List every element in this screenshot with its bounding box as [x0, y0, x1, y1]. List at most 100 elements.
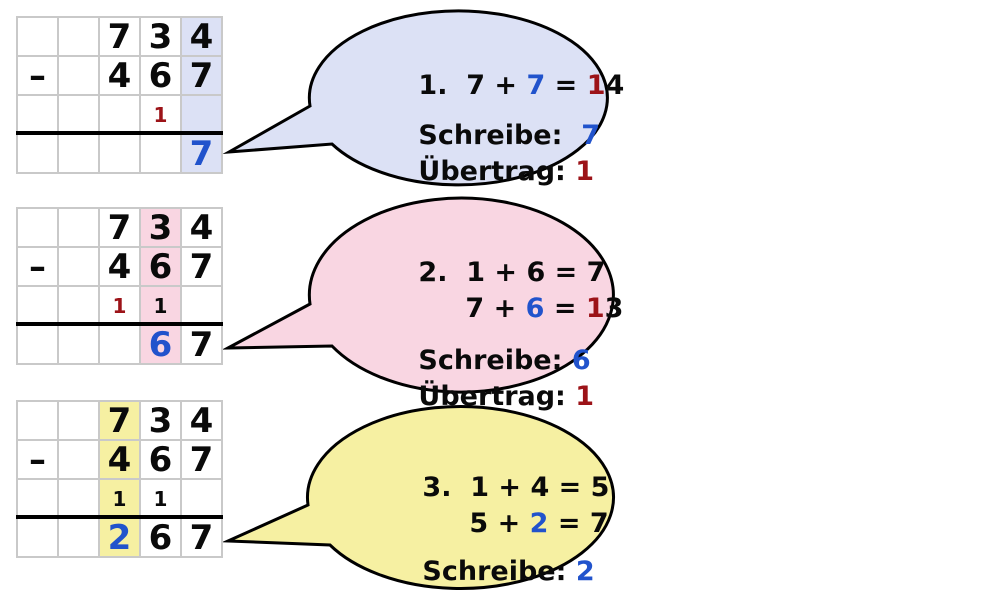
bubble-line: 5 + 2 = 7	[366, 470, 609, 539]
grid-cell: 4	[100, 57, 139, 94]
grid-cell: 1	[141, 96, 180, 133]
grid-cell	[18, 287, 57, 324]
grid-cell	[59, 248, 98, 285]
speech-bubble-step-3	[221, 404, 615, 590]
grid-cell: 1	[141, 480, 180, 517]
text-segment: Schreibe:	[422, 556, 576, 587]
text-segment: Schreibe:	[418, 120, 582, 151]
grid-cell	[18, 135, 57, 172]
grid-cell: 6	[141, 248, 180, 285]
grid-cell	[59, 480, 98, 517]
grid-cell: 7	[100, 18, 139, 55]
text-segment: 1. 7 +	[418, 70, 527, 101]
result-line	[16, 322, 223, 326]
bubble-line: 2. 1 + 6 = 7	[362, 219, 623, 288]
grid-cell: 7	[182, 326, 221, 363]
text-segment: 3	[604, 293, 624, 324]
bubble-text-step-2: 2. 1 + 6 = 7 7 + 6 = 13 Schreibe: 6 Über…	[362, 219, 624, 412]
grid-cell: 4	[182, 18, 221, 55]
text-segment: 6	[571, 345, 591, 376]
text-segment: 2. 1 + 6 = 7	[418, 257, 606, 288]
text-segment: 4	[605, 70, 625, 101]
text-segment: 2	[529, 508, 549, 539]
grid-cell: 3	[141, 18, 180, 55]
grid-cell	[18, 209, 57, 246]
text-segment: 7	[526, 70, 546, 101]
text-segment: 7	[581, 120, 600, 151]
text-segment: =	[544, 293, 586, 324]
text-segment: Schreibe:	[418, 345, 572, 376]
grid-cell: 4	[182, 209, 221, 246]
text-segment: 1	[585, 293, 605, 324]
bubble-text-step-1: 1. 7 + 7 = 14 Schreibe: 7 Übertrag: 1	[362, 32, 624, 187]
grid-cell: 7	[182, 441, 221, 478]
grid-cell	[59, 519, 98, 556]
text-segment: 3. 1 + 4 = 5	[422, 472, 610, 503]
speech-bubble-step-2	[221, 196, 615, 394]
grid-cell: 2	[100, 519, 139, 556]
bubble-line: Schreibe: 2	[366, 518, 609, 587]
text-segment: 1	[575, 381, 595, 412]
grid-cell	[18, 18, 57, 55]
grid-cell: 7	[182, 135, 221, 172]
grid-cell: 1	[141, 287, 180, 324]
grid-cell	[59, 441, 98, 478]
grid-cell: 4	[182, 402, 221, 439]
grid-cell: 7	[100, 402, 139, 439]
grid-cell	[100, 326, 139, 363]
grid-cell	[18, 402, 57, 439]
grid-cell	[182, 96, 221, 133]
grid-cell	[59, 18, 98, 55]
grid-cell	[59, 402, 98, 439]
grid-cell	[59, 96, 98, 133]
text-segment: Übertrag:	[418, 156, 576, 187]
grid-cell	[18, 326, 57, 363]
result-line	[16, 131, 223, 135]
result-line	[16, 515, 223, 519]
text-segment: 6	[525, 293, 545, 324]
grid-cell: 3	[141, 402, 180, 439]
text-segment: 1	[586, 70, 606, 101]
grid-cell: 4	[100, 248, 139, 285]
grid-cell	[59, 135, 98, 172]
grid-cell: 4	[100, 441, 139, 478]
grid-cell	[100, 135, 139, 172]
grid-cell: 3	[141, 209, 180, 246]
grid-cell	[59, 326, 98, 363]
bubble-line: Übertrag: 1	[362, 343, 623, 412]
grid-cell	[141, 135, 180, 172]
text-segment: =	[545, 70, 587, 101]
bubble-line: 3. 1 + 4 = 5	[366, 434, 609, 503]
grid-cell	[59, 57, 98, 94]
grid-cell: 6	[141, 57, 180, 94]
grid-cell: 6	[141, 326, 180, 363]
bubble-line: Schreibe: 6	[362, 307, 623, 376]
grid-cell: 1	[100, 480, 139, 517]
text-segment: Übertrag:	[418, 381, 576, 412]
grid-cell: 7	[182, 519, 221, 556]
grid-cell	[59, 209, 98, 246]
grid-cell	[182, 287, 221, 324]
grid-cell: –	[18, 248, 57, 285]
grid-cell: 6	[141, 519, 180, 556]
grid-cell: 7	[100, 209, 139, 246]
grid-cell: 1	[100, 287, 139, 324]
text-segment: = 7	[548, 508, 609, 539]
bubble-line: Schreibe: 7	[362, 82, 624, 151]
grid-cell	[100, 96, 139, 133]
grid-cell: –	[18, 57, 57, 94]
grid-cell: –	[18, 441, 57, 478]
grid-cell	[18, 519, 57, 556]
grid-cell	[18, 480, 57, 517]
grid-cell: 7	[182, 57, 221, 94]
text-segment: 7 +	[465, 293, 526, 324]
text-segment: 1	[575, 156, 595, 187]
grid-cell: 7	[182, 248, 221, 285]
bubble-line: 1. 7 + 7 = 14	[362, 32, 624, 101]
bubble-text-step-3: 3. 1 + 4 = 5 5 + 2 = 7 Schreibe: 2	[366, 434, 609, 587]
text-segment: 5 +	[469, 508, 530, 539]
